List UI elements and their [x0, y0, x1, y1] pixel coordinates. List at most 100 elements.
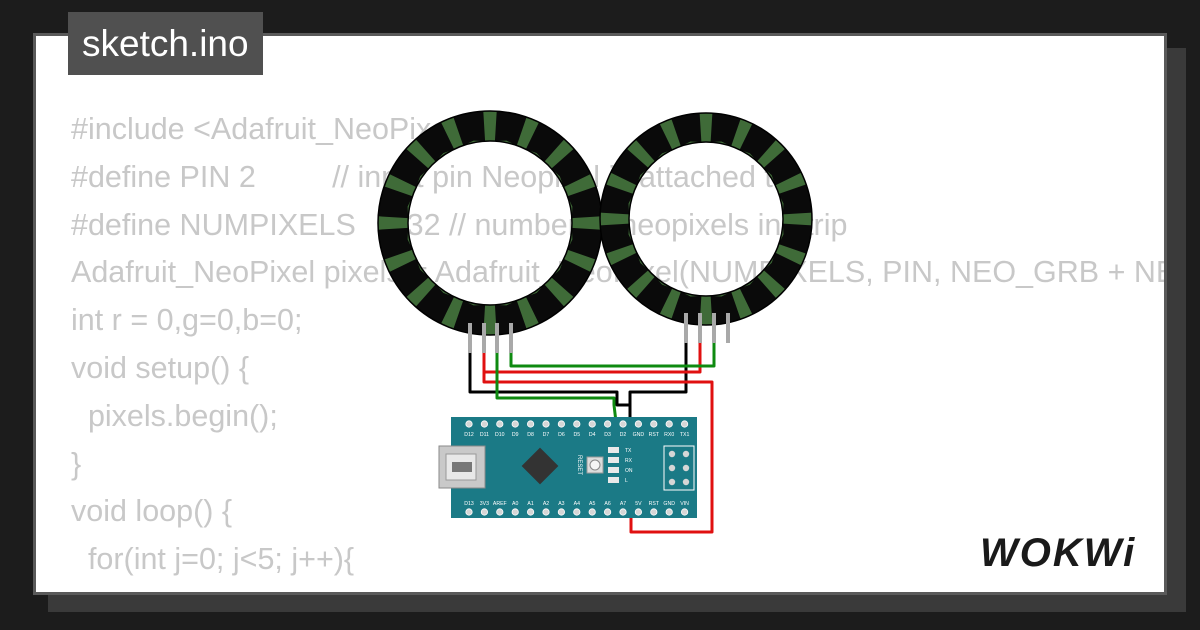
code-line: int r = 0,g=0,b=0;: [71, 303, 303, 338]
code-line: pixels.begin();: [71, 398, 278, 433]
icsp-pin: [682, 478, 690, 486]
ring-outline-inner: [407, 140, 573, 306]
header-pin: [511, 420, 519, 428]
led-on: [608, 467, 619, 473]
header-pin: [542, 420, 550, 428]
icsp-pin: [668, 464, 676, 472]
ring-pixel: [600, 223, 634, 254]
ring-pin: [495, 323, 499, 353]
ring-pixel: [567, 186, 602, 219]
ring-pixel: [453, 111, 486, 146]
wokwi-logo-mark: WOKWi: [980, 531, 1136, 575]
icsp-pin: [682, 450, 690, 458]
led-label-on: ON: [625, 468, 633, 474]
led-label-l: L: [625, 478, 628, 484]
ring-outline-outer: [599, 112, 813, 326]
header-pin: [526, 508, 535, 516]
pin-label: A3: [558, 501, 564, 507]
header-pin: [573, 508, 581, 516]
ring-pin: [684, 313, 688, 343]
ring-pixel: [567, 227, 602, 260]
pin-label: D9: [512, 432, 519, 438]
pin-label: D10: [495, 432, 505, 438]
pin-label: A4: [574, 501, 580, 507]
code-preview: #include <Adafruit_NeoPixel.h>#define PI…: [71, 106, 1164, 592]
wire: [482, 340, 714, 534]
pin-label: A2: [543, 501, 549, 507]
header-pin: [573, 420, 581, 428]
header-pin: [619, 420, 627, 428]
led-label-rx: RX: [625, 458, 633, 464]
wokwi-logo-text: WOKWi: [980, 531, 1136, 572]
header-pin: [603, 420, 612, 428]
usb-socket: [452, 462, 472, 472]
header-pin: [650, 420, 658, 428]
reset-button[interactable]: [589, 459, 601, 471]
ring-pixel: [778, 223, 812, 254]
ring-pixel: [671, 113, 702, 147]
pin-label: RST: [649, 501, 660, 507]
header-pin: [542, 508, 550, 516]
pin-label: A7: [620, 501, 626, 507]
ring-pixel: [671, 291, 702, 325]
pin-label: 5V: [635, 501, 642, 507]
header-pin: [526, 420, 535, 428]
reset-label: RESET: [576, 455, 582, 475]
pin-label: D5: [573, 432, 580, 438]
pin-label: D6: [558, 432, 565, 438]
file-tab[interactable]: sketch.ino: [68, 12, 263, 75]
header-pin: [557, 420, 566, 428]
ring-pin: [698, 313, 702, 343]
code-line: void setup() {: [71, 350, 250, 385]
code-line: r = 0; g = 0;: [71, 584, 1164, 592]
ring-pixel: [494, 300, 527, 335]
pin-label: RX0: [664, 432, 674, 438]
neopixel-ring-right[interactable]: [599, 112, 813, 343]
neopixel-ring-left[interactable]: [377, 110, 603, 353]
pin-label: A0: [512, 501, 518, 507]
icsp-pin: [682, 464, 690, 472]
header-pin: [557, 508, 566, 516]
icsp-pin: [668, 450, 676, 458]
ring-pin: [468, 323, 472, 353]
header-pin: [665, 508, 673, 516]
ring-outline-inner: [628, 141, 784, 297]
pin-label: D2: [620, 432, 627, 438]
icsp-pins: [668, 450, 690, 486]
pin-label: RST: [649, 432, 660, 438]
code-line: void loop() {: [71, 494, 233, 529]
pin-label: D4: [589, 432, 596, 438]
icsp-header: [663, 445, 695, 491]
pin-label: D11: [480, 432, 489, 438]
pin-label: VIN: [680, 501, 689, 507]
project-card: #include <Adafruit_NeoPixel.h>#define PI…: [33, 33, 1167, 595]
led-l: [608, 477, 619, 483]
header-pin: [588, 508, 596, 516]
code-line: for(int j=0; j<5; j++){: [71, 542, 355, 577]
pin-label: GND: [633, 432, 645, 438]
pin-label: TX1: [680, 432, 690, 438]
ring-pixel: [710, 291, 741, 325]
led-rx: [608, 457, 619, 463]
header-pin: [680, 508, 689, 516]
ring-pixel: [600, 184, 634, 215]
ring-pixel: [778, 184, 812, 215]
pin-label: 3V3: [480, 501, 489, 507]
header-pin: [665, 420, 673, 428]
ring-body: [378, 111, 602, 335]
pin-label: A5: [589, 501, 595, 507]
board-pcb: [451, 417, 697, 518]
ring-pixel: [710, 113, 741, 147]
header-pin: [496, 420, 504, 428]
ring-pin: [726, 313, 730, 343]
code-line: }: [71, 446, 82, 481]
pin-label: D12: [464, 432, 474, 438]
pin-label: D7: [543, 432, 550, 438]
header-pin: [619, 508, 627, 516]
ring-pixel: [453, 300, 486, 335]
pin-label: D3: [604, 432, 611, 438]
header-pin: [465, 508, 473, 516]
